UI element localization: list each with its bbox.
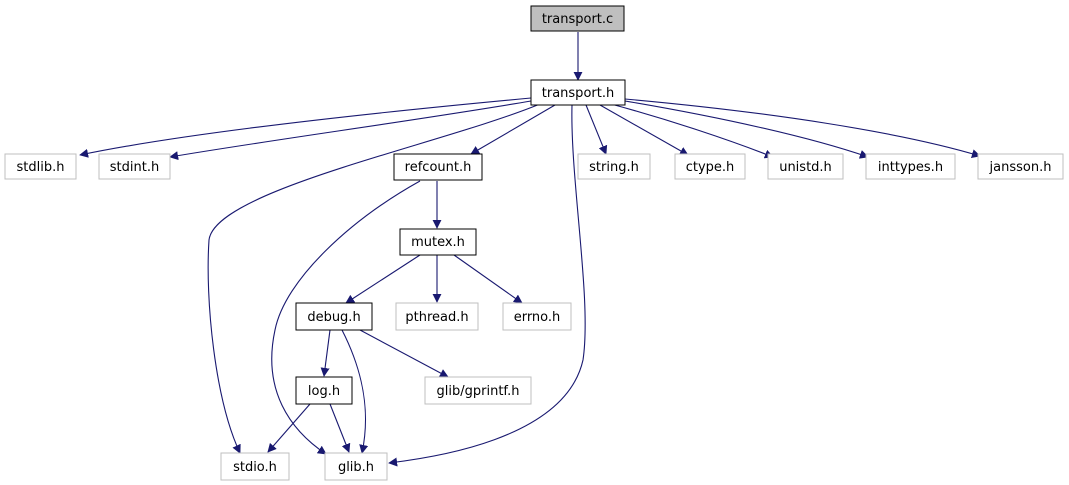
node-transport-h[interactable]: transport.h [530, 79, 626, 106]
edge-mutex-h-to-errno-h [453, 254, 523, 304]
edge-log-h-to-stdio-h [267, 403, 311, 453]
node-stdint-h[interactable]: stdint.h [98, 153, 171, 180]
node-label: pthread.h [405, 310, 468, 325]
edge-mutex-h-to-debug-h [345, 254, 421, 304]
edge-debug-h-to-glib-gprintf-h [359, 329, 449, 378]
node-pthread-h[interactable]: pthread.h [395, 302, 479, 331]
edge-transport-h-to-jansson-h [624, 98, 981, 158]
edge-transport-h-to-glib-h [388, 104, 586, 467]
node-label: errno.h [514, 310, 561, 325]
node-label: inttypes.h [878, 160, 943, 175]
node-errno-h[interactable]: errno.h [502, 302, 572, 331]
node-label: glib/gprintf.h [437, 384, 520, 399]
edge-refcount-h-to-glib-h [271, 180, 421, 455]
node-glib-gprintf-h[interactable]: glib/gprintf.h [424, 376, 532, 405]
node-ctype-h[interactable]: ctype.h [674, 153, 746, 180]
edge-transport-h-to-refcount-h [470, 104, 556, 155]
node-label: string.h [589, 160, 639, 175]
node-label: debug.h [307, 310, 360, 325]
node-mutex-h[interactable]: mutex.h [399, 228, 477, 256]
edge-transport-h-to-stdlib-h [79, 97, 532, 158]
node-label: jansson.h [989, 160, 1052, 175]
node-label: stdint.h [110, 160, 159, 175]
node-stdlib-h[interactable]: stdlib.h [4, 153, 77, 180]
node-transport-c[interactable]: transport.c [530, 5, 625, 32]
node-label: stdlib.h [17, 160, 65, 175]
edge-transport-h-to-ctype-h [599, 104, 689, 156]
node-string-h[interactable]: string.h [577, 153, 651, 180]
edge-transport-h-to-inttypes-h [624, 100, 869, 159]
node-label: unistd.h [779, 160, 832, 175]
edge-transport-h-to-string-h [585, 104, 608, 155]
edge-transport-h-to-stdio-h [207, 103, 541, 454]
edge-transport-h-to-unistd-h [610, 103, 774, 159]
node-glib-h[interactable]: glib.h [324, 452, 388, 481]
node-unistd-h[interactable]: unistd.h [767, 153, 844, 180]
node-debug-h[interactable]: debug.h [295, 302, 373, 331]
edge-debug-h-to-glib-h [341, 329, 369, 454]
edge-debug-h-to-log-h [320, 329, 331, 377]
node-stdio-h[interactable]: stdio.h [220, 452, 290, 481]
node-label: mutex.h [411, 235, 465, 250]
node-inttypes-h[interactable]: inttypes.h [865, 153, 956, 180]
node-label: log.h [308, 384, 340, 399]
node-label: transport.h [542, 86, 614, 101]
node-refcount-h[interactable]: refcount.h [393, 153, 483, 181]
node-label: stdio.h [233, 460, 277, 475]
node-label: ctype.h [686, 160, 735, 175]
node-jansson-h[interactable]: jansson.h [977, 153, 1064, 180]
node-log-h[interactable]: log.h [295, 376, 353, 405]
node-label: transport.c [542, 12, 613, 27]
edge-log-h-to-glib-h [329, 403, 351, 453]
node-label: refcount.h [405, 160, 472, 175]
edge-transport-h-to-stdint-h [169, 100, 532, 161]
node-label: glib.h [338, 460, 374, 475]
